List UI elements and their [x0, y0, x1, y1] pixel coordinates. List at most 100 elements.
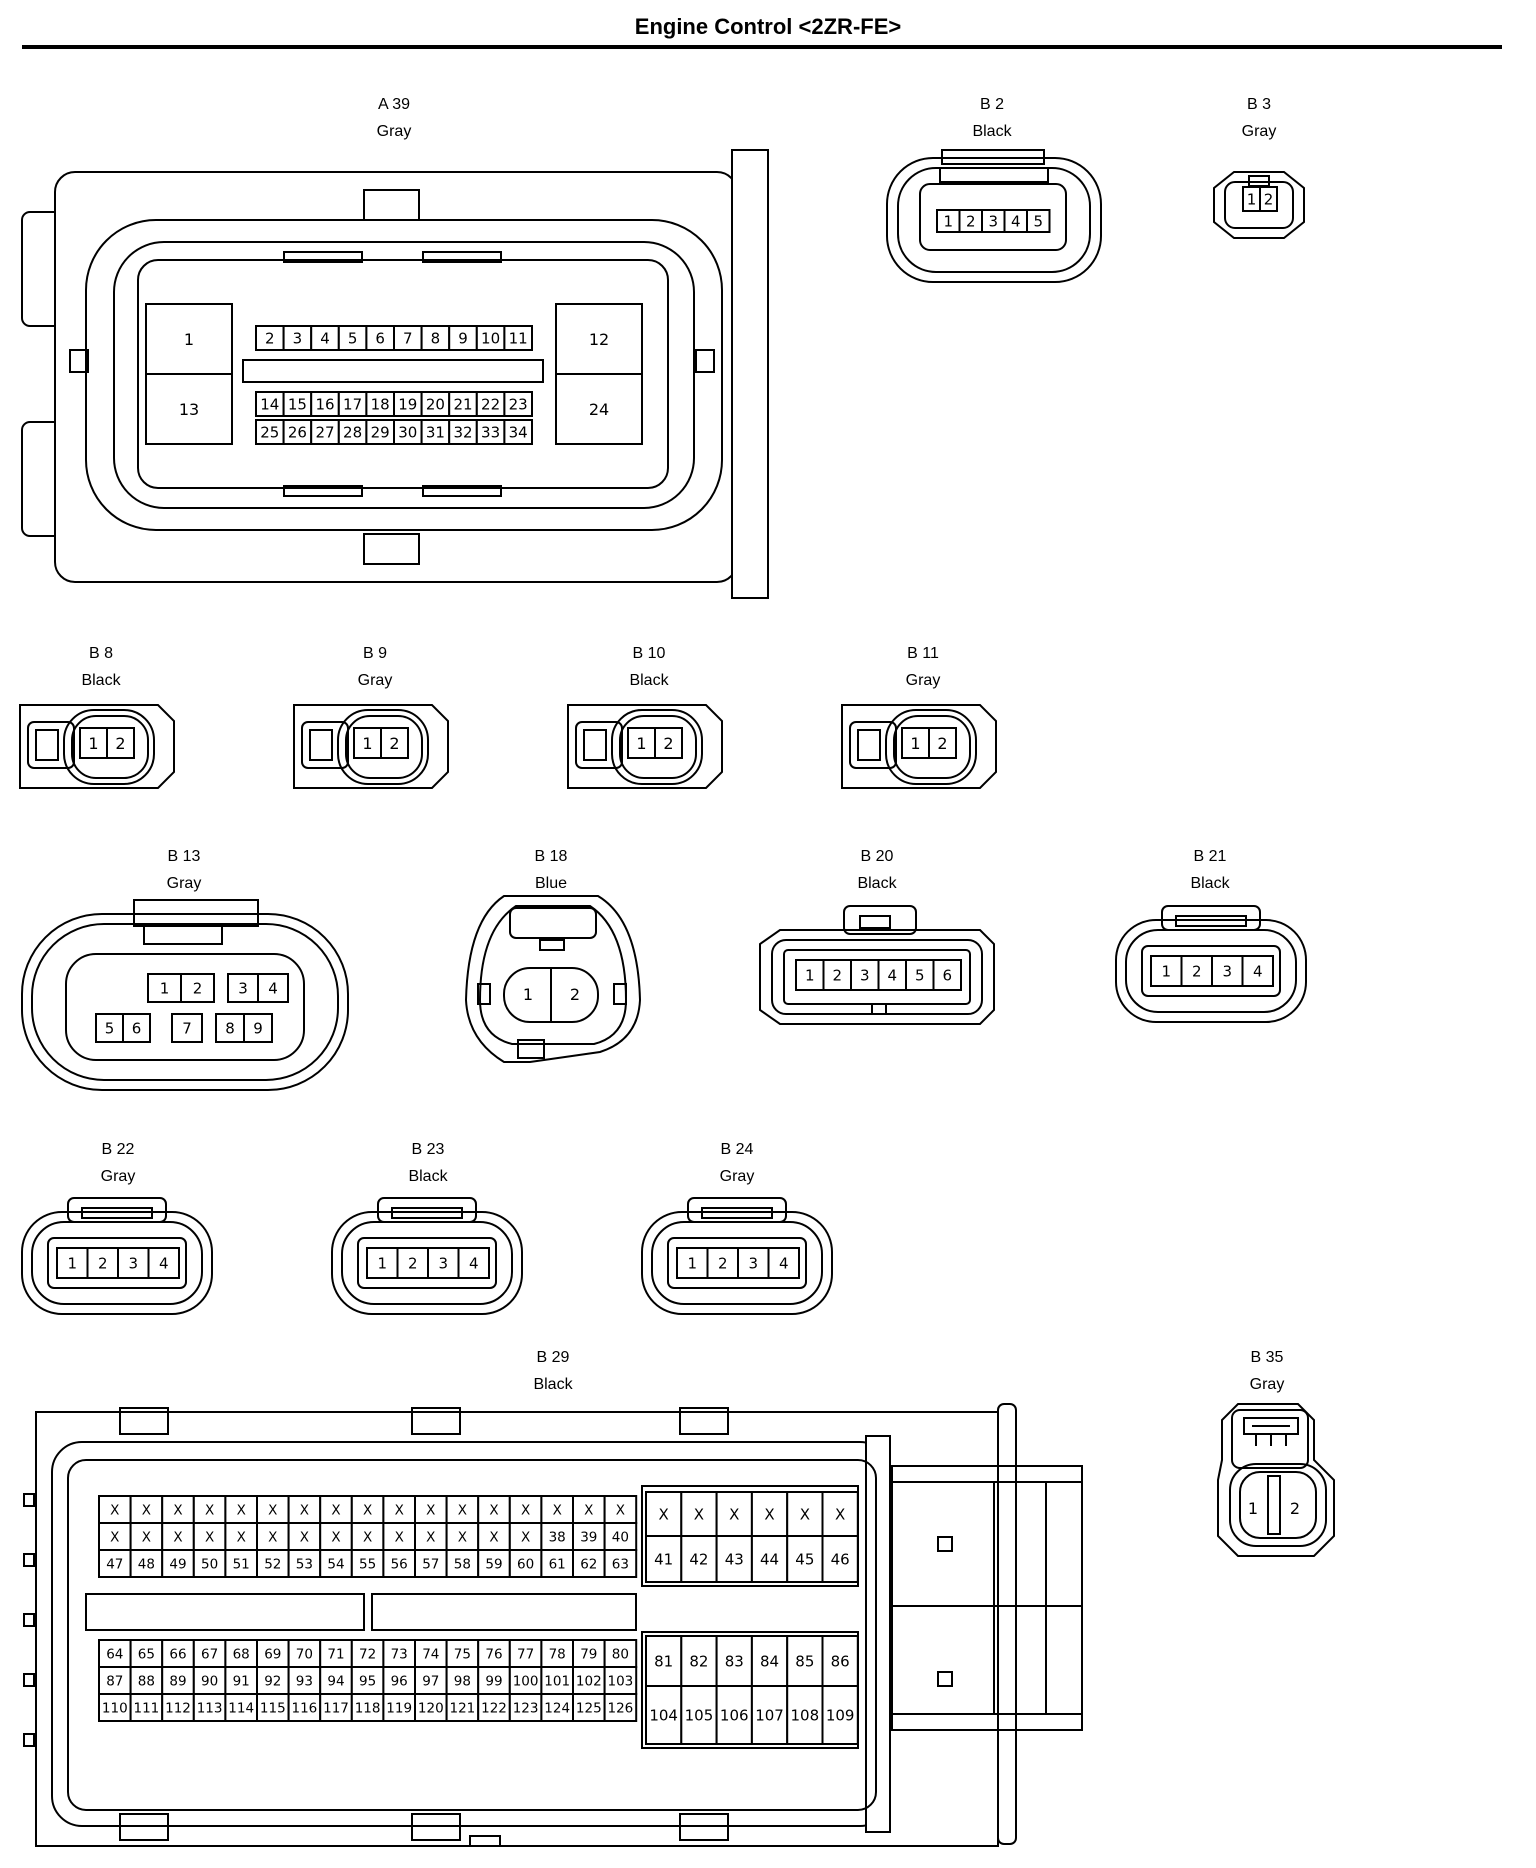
outline-shape [997, 1403, 1017, 1845]
connector-code: B 23 [411, 1141, 445, 1158]
outline-shape [47, 1237, 187, 1289]
pin-label: X [489, 1529, 498, 1545]
outline-shape [759, 929, 995, 1025]
connector-color: Black [408, 1168, 448, 1185]
pin-cell [508, 1522, 543, 1551]
pin-label: 39 [580, 1529, 597, 1545]
pin-label: 51 [233, 1556, 250, 1572]
outline-shape [23, 1493, 35, 1507]
outline-shape [464, 895, 642, 1063]
outline-shape [1217, 1403, 1335, 1557]
connector-color: Black [81, 672, 121, 689]
pin-label: 90 [201, 1673, 218, 1689]
pin-label: 80 [612, 1646, 629, 1662]
connector-color: Gray [1249, 1376, 1285, 1393]
pin-label: X [110, 1502, 119, 1518]
pin-label: 41 [654, 1550, 673, 1568]
outline-shape [1161, 905, 1261, 931]
pin-cell [161, 1639, 195, 1668]
pin-label: X [205, 1502, 214, 1518]
outline-shape [567, 704, 723, 789]
pin-label: X [300, 1529, 309, 1545]
pin-cell [56, 1247, 89, 1279]
pin-cell [786, 1635, 824, 1687]
outline-shape [422, 251, 502, 263]
pin-label: 76 [485, 1646, 502, 1662]
pin-label: 102 [576, 1673, 602, 1689]
pin-label: 71 [327, 1646, 344, 1662]
pin-label: 42 [689, 1550, 708, 1568]
outline-shape [575, 721, 623, 769]
pin-label: 97 [422, 1673, 439, 1689]
pin-label: 28 [343, 423, 362, 441]
pin-cell [821, 1685, 859, 1745]
pin-cell [147, 973, 182, 1003]
pin-label: 75 [454, 1646, 471, 1662]
pin-label: 112 [165, 1700, 191, 1716]
pin-cell [396, 1247, 429, 1279]
connector-color: Black [1190, 875, 1230, 892]
pin-label: 1 [88, 734, 98, 753]
connector-label-b23: B 23 Black [348, 1136, 508, 1190]
outline-shape [613, 983, 627, 1005]
pin-label: X [395, 1529, 404, 1545]
pin-cell [129, 1666, 164, 1695]
pin-label: X [110, 1529, 119, 1545]
outline-shape [687, 1197, 787, 1223]
outline-shape [301, 721, 349, 769]
pin-label: 21 [453, 395, 472, 413]
pin-cell [503, 325, 533, 351]
pin-label: 110 [102, 1700, 128, 1716]
pin-label: X [835, 1505, 845, 1523]
connector-color: Black [533, 1376, 573, 1393]
pin-cell [508, 1693, 543, 1722]
pin-label: 6 [132, 1019, 142, 1037]
pin-label: 2 [1192, 962, 1202, 980]
connector-color: Black [629, 672, 669, 689]
pin-cell [448, 391, 478, 417]
pin-label: 3 [988, 212, 998, 230]
pin-cell [477, 1639, 511, 1668]
pin-label: 83 [725, 1652, 744, 1670]
pin-cell [255, 419, 285, 445]
outline-shape [371, 1593, 637, 1631]
connector-code: B 20 [860, 848, 894, 865]
pin-cell [750, 1535, 789, 1583]
pin-label: 118 [355, 1700, 381, 1716]
connector-code: B 13 [167, 848, 201, 865]
outline-shape [1224, 181, 1294, 229]
outline-shape [667, 1237, 807, 1289]
pin-cell [603, 1549, 638, 1578]
pin-label: 98 [454, 1673, 471, 1689]
outline-shape [85, 1593, 365, 1631]
outline-shape [21, 913, 349, 1091]
pin-cell [382, 1522, 416, 1551]
pin-label: 24 [589, 400, 609, 419]
outline-shape [619, 715, 697, 779]
outline-shape [67, 1197, 167, 1223]
pin-cell [715, 1635, 753, 1687]
outline-shape [143, 925, 223, 945]
pin-label: X [237, 1529, 246, 1545]
pin-cell [603, 1693, 638, 1722]
pin-cell [310, 325, 340, 351]
pin-label: 34 [509, 423, 528, 441]
pin-cell [503, 391, 533, 417]
pin-label: 3 [128, 1254, 138, 1272]
pin-cell [79, 727, 108, 759]
pin-label: X [764, 1505, 774, 1523]
pin-label: 52 [264, 1556, 281, 1572]
pin-cell [319, 1495, 353, 1524]
pin-cell [337, 419, 368, 445]
pin-label: X [489, 1502, 498, 1518]
outline-shape [865, 1435, 891, 1833]
pin-cell [905, 959, 935, 991]
pin-label: X [426, 1502, 435, 1518]
pin-cell [786, 1535, 824, 1583]
pin-label: X [173, 1529, 182, 1545]
pin-label: 2 [98, 1254, 108, 1272]
